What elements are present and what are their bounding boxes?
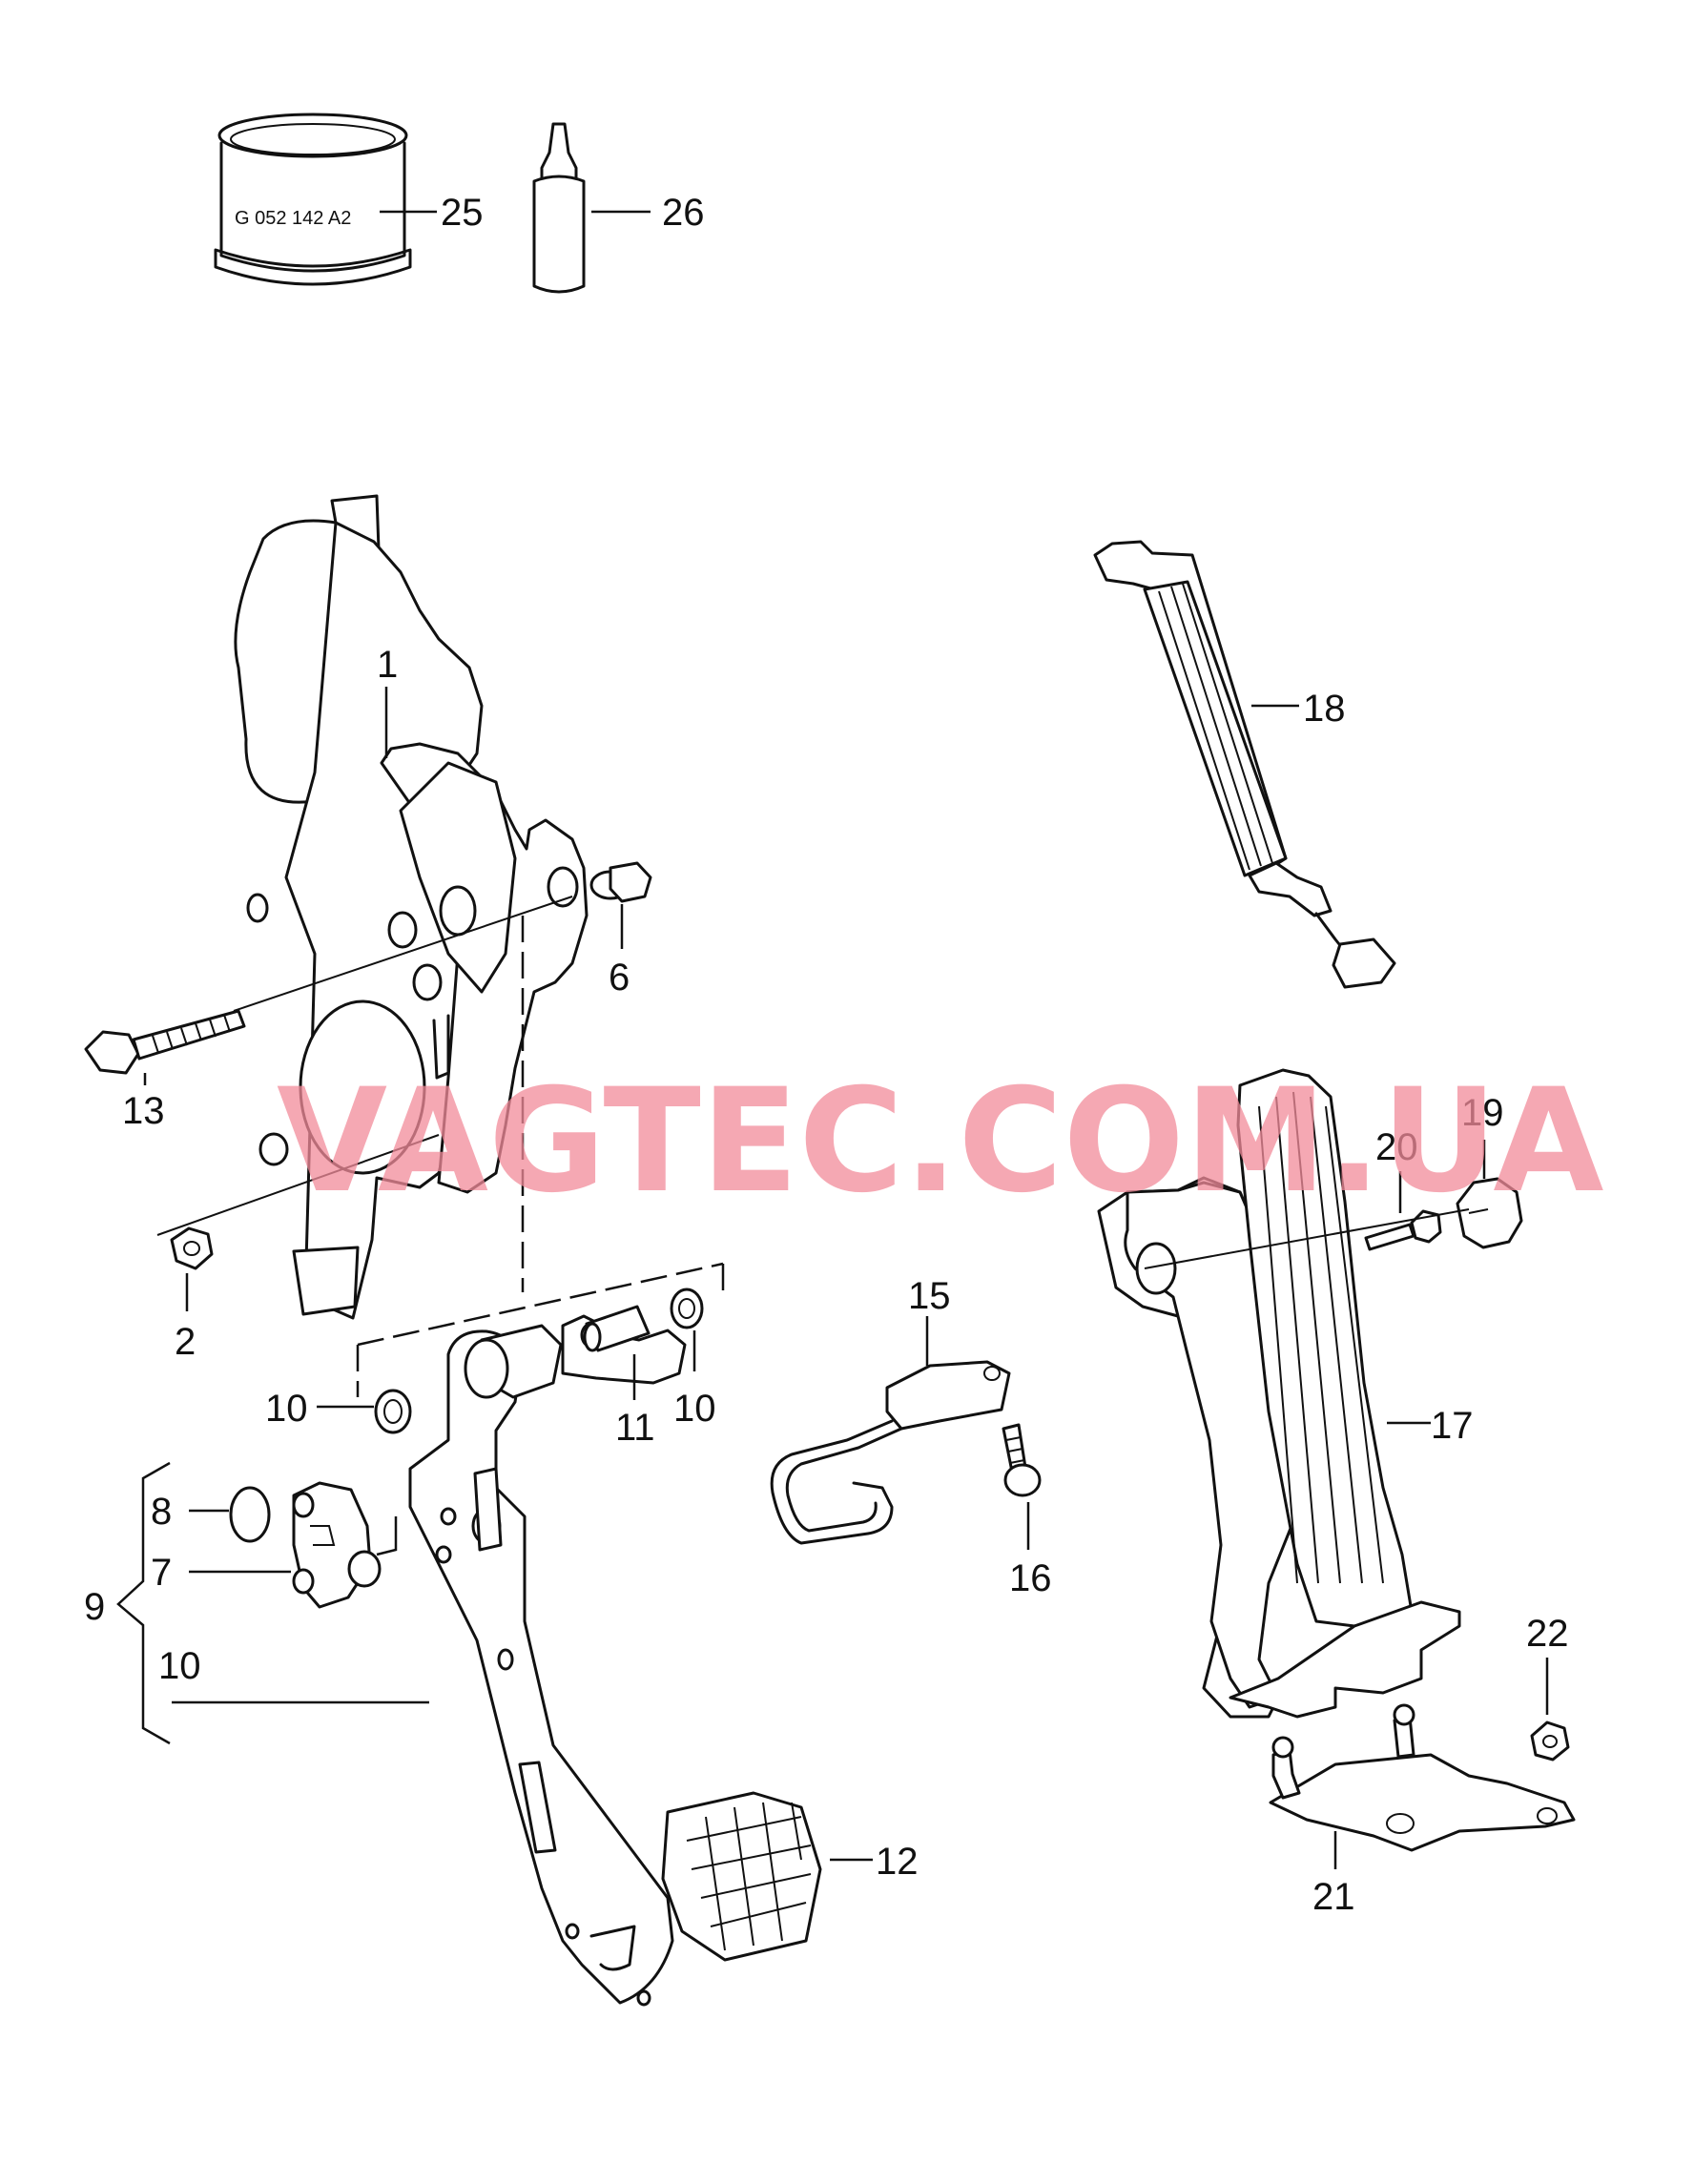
callout-18: 18 xyxy=(1303,688,1346,730)
callout-11: 11 xyxy=(615,1407,655,1449)
callout-26: 26 xyxy=(662,192,705,234)
bushing-10-right xyxy=(670,1288,704,1329)
callout-10-a: 10 xyxy=(265,1388,308,1430)
grease-can: G 052 142 A2 xyxy=(214,113,412,286)
sleeve-11 xyxy=(583,1305,651,1352)
bracket-15 xyxy=(770,1360,1011,1545)
base-plate-21 xyxy=(1269,1703,1576,1852)
callout-8: 8 xyxy=(151,1491,172,1533)
callout-12: 12 xyxy=(876,1841,919,1883)
nut-22 xyxy=(1530,1720,1570,1762)
sealant-bottle xyxy=(532,122,586,294)
nut-2 xyxy=(170,1226,214,1270)
bolt-13 xyxy=(84,1009,246,1075)
pedal-bracket xyxy=(234,494,589,1320)
callout-25: 25 xyxy=(441,192,484,234)
watermark: VAGTEC.COM.UA xyxy=(277,1059,1603,1225)
callout-1: 1 xyxy=(377,644,398,686)
callout-10-d: 10 xyxy=(158,1645,201,1687)
callout-21: 21 xyxy=(1312,1876,1355,1918)
callout-15: 15 xyxy=(908,1275,951,1317)
callout-7: 7 xyxy=(151,1552,172,1594)
can-marking: G 052 142 A2 xyxy=(235,208,351,229)
accelerator-pedal xyxy=(1097,1068,1461,1719)
switch-holder-7 xyxy=(292,1481,382,1609)
callout-9: 9 xyxy=(84,1586,105,1628)
callout-19: 19 xyxy=(1461,1092,1504,1134)
screw-16 xyxy=(1002,1423,1042,1497)
callout-6: 6 xyxy=(609,957,630,999)
harness-18 xyxy=(1093,540,1396,989)
callout-17: 17 xyxy=(1431,1405,1474,1447)
screw-20 xyxy=(1364,1209,1442,1251)
callout-2: 2 xyxy=(175,1321,196,1363)
callout-20: 20 xyxy=(1375,1126,1418,1168)
nut-6 xyxy=(589,861,652,903)
callout-13: 13 xyxy=(122,1090,165,1132)
callout-10-b: 10 xyxy=(673,1388,716,1430)
clip-8 xyxy=(229,1486,271,1543)
bushing-10-left xyxy=(374,1389,412,1434)
callout-16: 16 xyxy=(1009,1557,1052,1599)
callout-22: 22 xyxy=(1526,1613,1569,1655)
cap-19 xyxy=(1456,1177,1523,1249)
